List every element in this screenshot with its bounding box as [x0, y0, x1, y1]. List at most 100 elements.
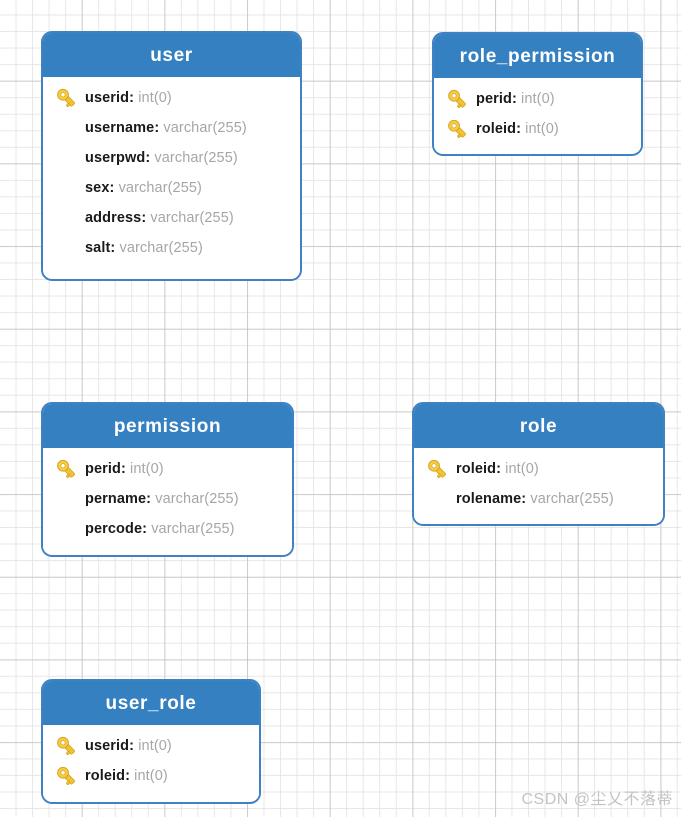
entity-role-permission[interactable]: role_permission perid: int(0) — [432, 32, 643, 156]
entity-permission-title: permission — [43, 404, 292, 448]
attribute-name: userid — [85, 90, 130, 106]
attribute-name: perid — [476, 91, 512, 107]
attribute-row[interactable]: sex: varchar(255) — [43, 173, 300, 203]
key-icon — [55, 458, 85, 480]
key-icon-placeholder — [55, 237, 85, 259]
attribute-text: userpwd: varchar(255) — [85, 150, 238, 166]
entity-user-role[interactable]: user_role userid: int(0) — [41, 679, 261, 804]
attribute-text: percode: varchar(255) — [85, 521, 235, 537]
key-icon-placeholder — [426, 488, 456, 510]
attribute-type: varchar(255) — [530, 491, 614, 507]
attribute-name: username — [85, 120, 155, 136]
attribute-name: roleid — [476, 121, 517, 137]
attribute-text: roleid: int(0) — [85, 768, 168, 784]
attribute-row[interactable]: perid: int(0) — [434, 84, 641, 114]
attribute-row[interactable]: roleid: int(0) — [434, 114, 641, 144]
attribute-row[interactable]: userid: int(0) — [43, 83, 300, 113]
attribute-colon: : — [110, 240, 116, 256]
attribute-text: address: varchar(255) — [85, 210, 234, 226]
csdn-watermark: CSDN @尘乂不落蒂 — [521, 791, 673, 808]
entity-permission-attributes: perid: int(0) pername: varchar(255) perc… — [43, 448, 292, 552]
key-icon-placeholder — [55, 117, 85, 139]
attribute-name: perid — [85, 461, 121, 477]
attribute-text: roleid: int(0) — [476, 121, 559, 137]
attribute-row[interactable]: rolename: varchar(255) — [414, 484, 663, 514]
key-icon — [426, 458, 456, 480]
key-icon-placeholder — [55, 488, 85, 510]
attribute-text: perid: int(0) — [85, 461, 164, 477]
attribute-name: address — [85, 210, 142, 226]
attribute-row[interactable]: perid: int(0) — [43, 454, 292, 484]
attribute-type: int(0) — [138, 90, 172, 106]
attribute-text: userid: int(0) — [85, 738, 172, 754]
entity-role-permission-attributes: perid: int(0) roleid: int(0) — [434, 78, 641, 152]
key-icon-placeholder — [55, 207, 85, 229]
attribute-row[interactable]: percode: varchar(255) — [43, 514, 292, 544]
attribute-row[interactable]: pername: varchar(255) — [43, 484, 292, 514]
attribute-type: varchar(255) — [150, 210, 234, 226]
attribute-name: userpwd — [85, 150, 146, 166]
key-icon-placeholder — [55, 147, 85, 169]
entity-role[interactable]: role roleid: int(0) r — [412, 402, 665, 526]
attribute-colon: : — [516, 121, 522, 137]
entity-user-role-attributes: userid: int(0) roleid: int(0) — [43, 725, 259, 799]
attribute-text: rolename: varchar(255) — [456, 491, 614, 507]
attribute-text: roleid: int(0) — [456, 461, 539, 477]
attribute-text: pername: varchar(255) — [85, 491, 239, 507]
attribute-row[interactable]: roleid: int(0) — [414, 454, 663, 484]
attribute-name: salt — [85, 240, 111, 256]
key-icon — [55, 765, 85, 787]
entity-user-title: user — [43, 33, 300, 77]
attribute-colon: : — [125, 768, 131, 784]
attribute-row[interactable]: userid: int(0) — [43, 731, 259, 761]
attribute-name: userid — [85, 738, 130, 754]
attribute-text: userid: int(0) — [85, 90, 172, 106]
attribute-colon: : — [129, 738, 135, 754]
attribute-row[interactable]: userpwd: varchar(255) — [43, 143, 300, 173]
attribute-type: int(0) — [134, 768, 168, 784]
attribute-colon: : — [521, 491, 527, 507]
attribute-name: pername — [85, 491, 147, 507]
attribute-colon: : — [511, 91, 517, 107]
attribute-colon: : — [141, 210, 147, 226]
entity-role-title: role — [414, 404, 663, 448]
key-icon — [55, 87, 85, 109]
attribute-type: int(0) — [130, 461, 164, 477]
key-icon — [446, 88, 476, 110]
attribute-colon: : — [120, 461, 126, 477]
attribute-row[interactable]: username: varchar(255) — [43, 113, 300, 143]
attribute-type: varchar(255) — [154, 150, 238, 166]
key-icon — [446, 118, 476, 140]
attribute-type: varchar(255) — [118, 180, 202, 196]
attribute-type: int(0) — [138, 738, 172, 754]
attribute-type: int(0) — [521, 91, 555, 107]
attribute-text: sex: varchar(255) — [85, 180, 202, 196]
entity-role-attributes: roleid: int(0) rolename: varchar(255) — [414, 448, 663, 522]
entity-user-role-title: user_role — [43, 681, 259, 725]
attribute-name: roleid — [85, 768, 126, 784]
attribute-name: rolename — [456, 491, 522, 507]
attribute-row[interactable]: salt: varchar(255) — [43, 233, 300, 263]
attribute-colon: : — [146, 491, 152, 507]
attribute-type: varchar(255) — [151, 521, 235, 537]
entity-user-attributes: userid: int(0) username: varchar(255) us… — [43, 77, 300, 271]
attribute-text: username: varchar(255) — [85, 120, 247, 136]
attribute-name: percode — [85, 521, 143, 537]
key-icon-placeholder — [55, 518, 85, 540]
attribute-type: varchar(255) — [163, 120, 247, 136]
attribute-row[interactable]: address: varchar(255) — [43, 203, 300, 233]
attribute-row[interactable]: roleid: int(0) — [43, 761, 259, 791]
attribute-colon: : — [129, 90, 135, 106]
attribute-name: sex — [85, 180, 110, 196]
attribute-type: varchar(255) — [155, 491, 239, 507]
attribute-colon: : — [154, 120, 160, 136]
attribute-colon: : — [145, 150, 151, 166]
key-icon — [55, 735, 85, 757]
attribute-colon: : — [496, 461, 502, 477]
entity-user[interactable]: user userid: int(0) u — [41, 31, 302, 281]
attribute-text: salt: varchar(255) — [85, 240, 203, 256]
attribute-colon: : — [109, 180, 115, 196]
entity-permission[interactable]: permission perid: int(0) — [41, 402, 294, 557]
attribute-type: int(0) — [505, 461, 539, 477]
